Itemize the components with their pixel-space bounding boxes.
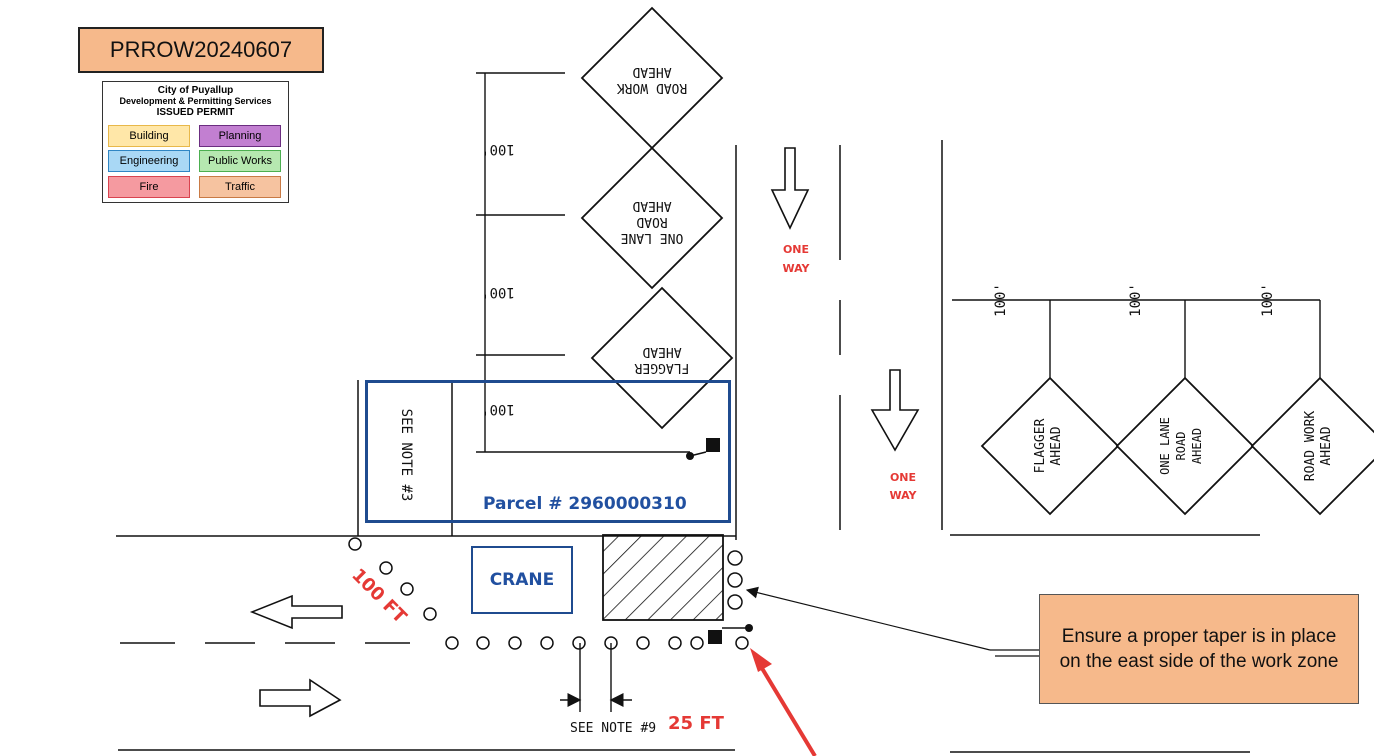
permit-number: PRROW20240607 (78, 27, 324, 73)
channelizing-devices (348, 537, 749, 650)
dept-traffic: Traffic (199, 176, 281, 198)
dim-100-6: 100' (1260, 283, 1276, 317)
dept-building: Building (108, 125, 190, 147)
sign-flagger-right: FLAGGER AHEAD (980, 376, 1120, 516)
one-way-1a: ONE (783, 243, 809, 256)
sign-road-work-rotated: ROAD WORK AHEAD (580, 6, 724, 150)
svg-text:AHEAD: AHEAD (1049, 426, 1064, 465)
callout-leader (745, 586, 1040, 657)
dimension-lines-right (952, 299, 1321, 378)
sign-road-work-right: ROAD WORK AHEAD (1250, 376, 1374, 516)
dim-100-1: 100' (481, 141, 515, 157)
dept-planning: Planning (199, 125, 281, 147)
svg-text:AHEAD: AHEAD (632, 198, 671, 213)
one-way-2b: WAY (889, 489, 917, 502)
svg-text:FLAGGER: FLAGGER (634, 360, 689, 375)
one-way-1b: WAY (782, 262, 810, 275)
svg-text:AHEAD: AHEAD (632, 64, 671, 79)
dim-100-2: 100' (481, 284, 515, 300)
sign-text: ROAD WORK (617, 80, 688, 95)
dim-100-4: 100' (993, 283, 1009, 317)
svg-text:ROAD: ROAD (1174, 432, 1188, 461)
svg-text:AHEAD: AHEAD (1190, 428, 1204, 464)
buffer-length-label: 25 FT (668, 713, 724, 734)
svg-text:ONE LANE: ONE LANE (1158, 417, 1172, 475)
work-zone (602, 534, 724, 621)
permit-stamp: City of Puyallup Development & Permittin… (102, 81, 289, 203)
stamp-status: ISSUED PERMIT (156, 107, 235, 118)
sign-one-lane-rotated: ONE LANE ROAD AHEAD (580, 146, 724, 290)
dept-engineering: Engineering (108, 150, 190, 172)
dimension-lines-left (476, 72, 690, 453)
note-9-dimension (560, 643, 632, 712)
svg-text:ROAD WORK: ROAD WORK (1303, 411, 1318, 482)
dept-fire: Fire (108, 176, 190, 198)
taper-callout: Ensure a proper taper is in place on the… (1039, 594, 1359, 704)
sign-one-lane-right: ONE LANE ROAD AHEAD (1115, 376, 1255, 516)
dept-public-works: Public Works (199, 150, 281, 172)
taper-length-label: 100 FT (347, 564, 411, 628)
svg-text:AHEAD: AHEAD (642, 344, 681, 359)
lane-lines (120, 145, 841, 644)
red-pointer-arrow (750, 648, 817, 756)
sign-flagger-rotated: FLAGGER AHEAD (590, 286, 734, 430)
direction-arrows (249, 147, 920, 718)
parcel-number: Parcel # 2960000310 (483, 494, 687, 514)
see-note-3: SEE NOTE #3 (398, 409, 414, 502)
dim-100-5: 100' (1128, 283, 1144, 317)
svg-text:FLAGGER: FLAGGER (1033, 418, 1048, 473)
flagger-symbols (686, 438, 753, 644)
parcel-boundary (365, 380, 731, 523)
see-note-9: SEE NOTE #9 (570, 721, 656, 736)
svg-text:AHEAD: AHEAD (1319, 426, 1334, 465)
stamp-department: Development & Permitting Services (119, 96, 272, 106)
crane-location: CRANE (471, 546, 573, 614)
stamp-city: City of Puyallup (157, 85, 234, 96)
svg-text:ONE LANE: ONE LANE (621, 230, 684, 245)
svg-text:ROAD: ROAD (636, 214, 667, 229)
dim-100-3: 100' (481, 401, 515, 417)
one-way-2a: ONE (890, 471, 916, 484)
